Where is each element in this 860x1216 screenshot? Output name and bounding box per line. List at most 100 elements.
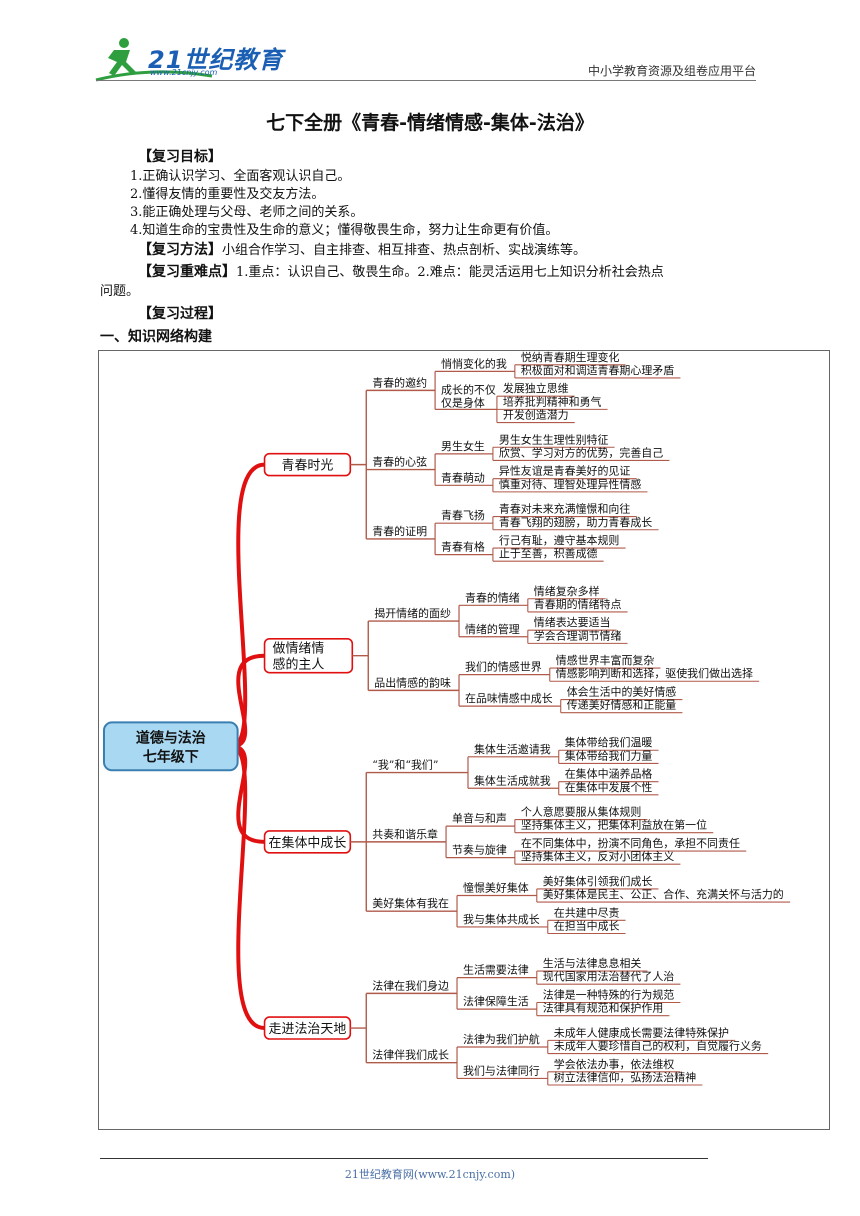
branch-box <box>263 637 354 674</box>
leaf-label: 美好集体是民主、公正、合作、充满关怀与活力的 <box>543 887 784 901</box>
leaf-label: 法律具有规范和保护作用 <box>543 1001 664 1015</box>
leaf-label: 在不同集体中，扮演不同角色，承担不同责任 <box>521 836 740 850</box>
leaf-label: 情感影响判断和选择，驱使我们做出选择 <box>556 666 753 680</box>
branch-connector <box>229 462 267 749</box>
leaf-label: 生活与法律息息相关 <box>543 956 642 970</box>
node-label: 在品味情感中成长 <box>465 692 553 705</box>
page-title: 七下全册《青春-情绪情感-集体-法治》 <box>266 112 594 134</box>
leaf-label: 在共建中尽责 <box>554 905 620 919</box>
knowledge-mind-map: 青春时光青春的邀约悄悄变化的我悦纳青春期生理变化积极面对和调适青春期心理矛盾成长… <box>98 350 830 1130</box>
leaf-label: 情绪表达要适当 <box>534 615 611 629</box>
method-text: 小组合作学习、自主排查、相互排查、热点剖析、实战演练等。 <box>222 243 587 258</box>
branch-label: 感的主人 <box>273 657 325 673</box>
sub-label: “我”和“我们” <box>372 758 438 772</box>
leaf-label: 积极面对和调适青春期心理矛盾 <box>521 363 674 377</box>
leaf-label: 发展独立思维 <box>503 381 569 395</box>
node-label: 仅是身体 <box>441 395 485 409</box>
node-label: 青春飞扬 <box>441 508 485 522</box>
leaf-label: 集体带给我们温暖 <box>565 735 653 749</box>
leaf-label: 悦纳青春期生理变化 <box>521 350 620 364</box>
branch-box <box>263 452 352 477</box>
method-heading: 【复习方法】 <box>138 242 222 258</box>
process-heading: 【复习过程】 <box>138 306 222 322</box>
leaf-label: 情感世界丰富而复杂 <box>556 653 655 667</box>
node-label: 情绪的管理 <box>465 622 520 636</box>
node-label: 集体生活成就我 <box>474 773 551 787</box>
node-label: 我们的情感世界 <box>465 660 542 674</box>
sub-label: 揭开情绪的面纱 <box>374 606 451 620</box>
goal-item: 3.能正确处理与父母、老师之间的关系。 <box>130 205 364 220</box>
branch-box <box>263 1016 352 1040</box>
sub-label: 共奏和谐乐章 <box>372 827 438 841</box>
node-label: 憧憬美好集体 <box>463 880 529 894</box>
leaf-label: 坚持集体主义，反对小团体主义 <box>521 849 674 863</box>
difficulty-line: 【复习重难点】1.重点：认识自己、敬畏生命。2.难点：能灵活运用七上知识分析社会… <box>138 263 664 282</box>
leaf-label: 个人意愿要服从集体规则 <box>521 805 641 819</box>
leaf-label: 集体带给我们力量 <box>565 748 653 762</box>
leaf-label: 情绪复杂多样 <box>534 584 600 598</box>
leaf-label: 培养批判精神和勇气 <box>503 394 602 408</box>
leaf-label: 未成年人要珍惜自己的权利，自觉履行义务 <box>554 1039 762 1053</box>
logo-text: 21世纪教育 <box>148 46 284 74</box>
leaf-label: 青春期的情绪特点 <box>534 597 622 611</box>
branch-box <box>263 830 352 854</box>
node-label: 青春萌动 <box>441 470 485 484</box>
branch-label: 做情绪情 <box>273 642 325 657</box>
node-label: 节奏与旋律 <box>452 843 507 857</box>
goals-heading: 【复习目标】 <box>138 149 222 165</box>
sub-label: 青春的证明 <box>372 524 427 538</box>
leaf-label: 男生女生生理性别特征 <box>499 432 609 446</box>
sub-label: 法律伴我们成长 <box>372 1048 449 1062</box>
node-label: 法律保障生活 <box>463 994 529 1008</box>
branch-connector <box>229 744 267 844</box>
leaf-label: 学会合理调节情绪 <box>534 628 622 642</box>
leaf-label: 在集体中发展个性 <box>565 780 653 794</box>
node-label: 单音与和声 <box>452 811 507 825</box>
leaf-label: 在担当中成长 <box>554 919 620 933</box>
node-label: 法律为我们护航 <box>463 1032 540 1046</box>
logo-url: www.21cnjy.com <box>150 68 218 77</box>
leaf-label: 在集体中涵养品格 <box>565 767 653 781</box>
sub-label: 美好集体有我在 <box>372 896 449 910</box>
root-label: 道德与法治 <box>136 729 206 746</box>
leaf-label: 行己有耻，遵守基本规则 <box>499 533 620 547</box>
leaf-label: 止于至善，积善成德 <box>499 546 598 560</box>
goal-item: 1.正确认识学习、全面客观认识自己。 <box>130 169 351 184</box>
header-divider <box>96 80 756 81</box>
leaf-label: 法律是一种特殊的行为规范 <box>543 988 674 1002</box>
leaf-label: 未成年人健康成长需要法律特殊保护 <box>554 1025 729 1039</box>
leaf-label: 现代国家用法治替代了人治 <box>543 969 674 983</box>
root-label: 七年级下 <box>143 748 199 765</box>
branch-label: 青春时光 <box>282 459 334 474</box>
branch-connector <box>229 744 267 1031</box>
node-label: 我与集体共成长 <box>463 912 540 926</box>
method-line: 【复习方法】小组合作学习、自主排查、相互排查、热点剖析、实战演练等。 <box>138 241 586 260</box>
footer-divider <box>100 1158 708 1159</box>
sub-label: 青春的邀约 <box>372 375 427 389</box>
node-label: 男生女生 <box>441 439 485 453</box>
leaf-label: 慎重对待、理智处理异性情感 <box>499 477 641 491</box>
section-heading: 一、知识网络构建 <box>100 329 212 345</box>
sub-label: 品出情感的韵味 <box>374 675 451 689</box>
difficulty-text-cont: 问题。 <box>100 284 140 299</box>
platform-name: 中小学教育资源及组卷应用平台 <box>587 64 756 78</box>
leaf-label: 美好集体引领我们成长 <box>543 874 653 888</box>
node-label: 青春的情绪 <box>465 590 520 604</box>
leaf-label: 青春对未来充满憧憬和向往 <box>499 502 630 516</box>
goal-item: 4.知道生命的宝贵性及生命的意义；懂得敬畏生命，努力让生命更有价值。 <box>130 223 559 238</box>
node-label: 我们与法律同行 <box>463 1063 540 1077</box>
leaf-label: 传递美好情感和正能量 <box>567 698 677 712</box>
node-label: 成长的不仅 <box>441 382 496 396</box>
leaf-label: 欣赏、学习对方的优势，完善自己 <box>499 445 663 459</box>
leaf-label: 青春飞翔的翅膀，助力青春成长 <box>499 515 652 529</box>
goal-item: 2.懂得友情的重要性及交友方法。 <box>130 187 325 202</box>
leaf-label: 开发创造潜力 <box>503 408 569 422</box>
leaf-label: 坚持集体主义，把集体利益放在第一位 <box>521 818 707 832</box>
footer-text: 21世纪教育网(www.21cnjy.com) <box>344 1168 516 1181</box>
node-label: 生活需要法律 <box>463 963 529 977</box>
branch-label: 走进法治天地 <box>269 1022 347 1037</box>
leaf-label: 学会依法办事，依法维权 <box>554 1057 675 1071</box>
leaf-label: 体会生活中的美好情感 <box>567 685 677 699</box>
sub-label: 法律在我们身边 <box>372 978 449 992</box>
difficulty-text: 1.重点：认识自己、敬畏生命。2.难点：能灵活运用七上知识分析社会热点 <box>236 265 664 280</box>
